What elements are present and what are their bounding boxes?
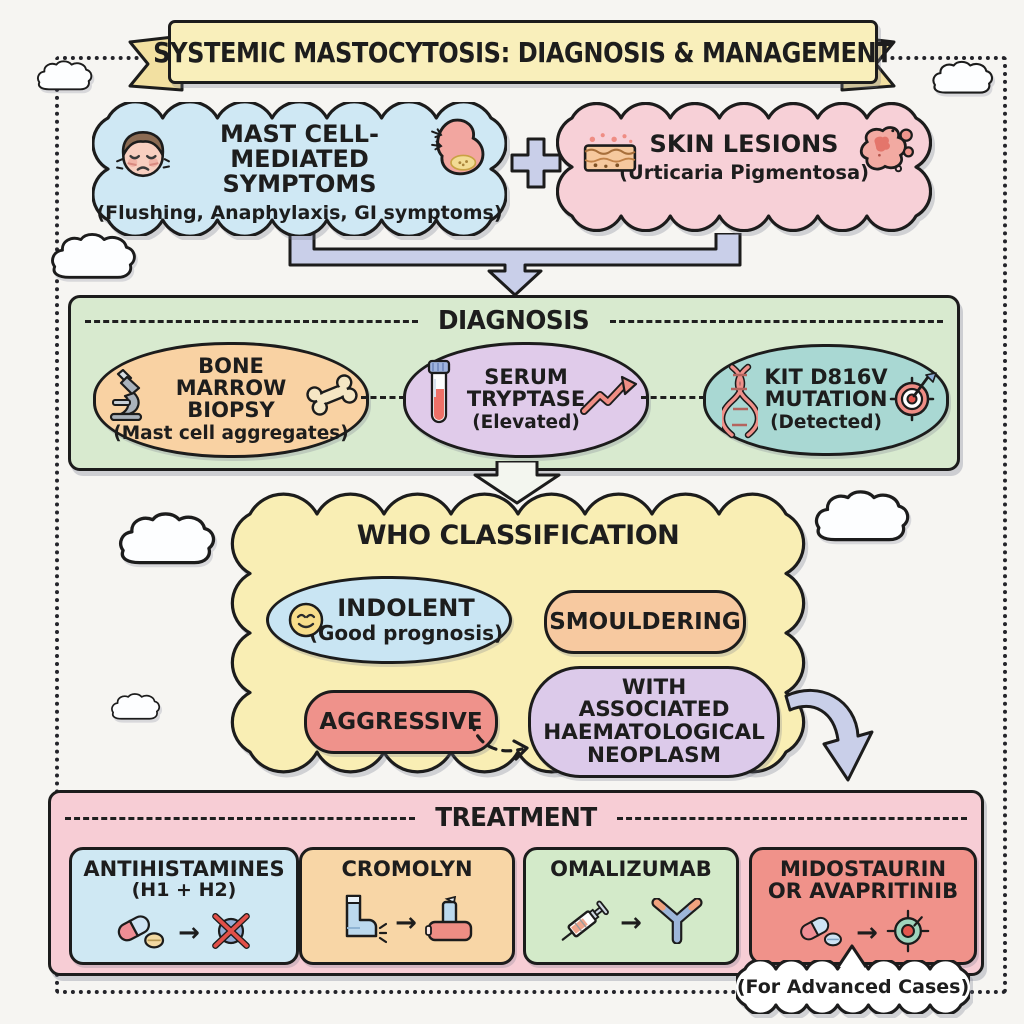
solution-bottle-icon [424,895,475,950]
aggressive-label: AGGRESSIVE [319,708,483,735]
cloud-icon [106,512,226,567]
kit-subtitle: (Detected) [770,412,882,434]
treatment-section: TREATMENT ANTIHISTAMINES (H1 + H2) → CRO… [48,790,984,976]
skin-layers-icon [582,130,638,182]
divider [609,319,943,323]
bone-icon [304,373,360,417]
right-arrow-icon: → [856,918,878,949]
treatment-title: TREATMENT [435,803,597,833]
who-classification-cloud: WHO CLASSIFICATION INDOLENT (Good progno… [228,492,808,778]
cloud-icon [800,490,922,544]
test-tube-icon [424,359,454,439]
dna-icon [718,363,762,439]
smouldering-oval: SMOULDERING [544,590,746,654]
antihistamines-card: ANTIHISTAMINES (H1 + H2) → [69,847,299,965]
right-arrow-icon: → [620,908,642,939]
stomach-icon [431,116,491,182]
connector-dash [641,396,705,399]
inhaler-icon [339,892,388,954]
skin-subtitle: (Urticaria Pigmentosa) [618,161,870,185]
cloud-icon [928,60,996,96]
kit-title: KIT D816V MUTATION [764,365,888,412]
indolent-sublabel: (Good prognosis) [308,620,504,645]
right-arrow-icon: → [178,918,200,949]
flushed-face-icon [114,124,172,182]
skin-title: SKIN LESIONS [649,130,839,158]
diagnosis-title: DIAGNOSIS [438,306,590,336]
cromolyn-card: CROMOLYN → [299,847,515,965]
merge-arrow-down-icon [280,231,750,297]
biopsy-title: BONE MARROW BIOPSY [175,354,287,423]
cloud-icon [33,60,95,92]
pills-icon [796,915,848,951]
smouldering-label: SMOULDERING [549,608,741,635]
omalizumab-card: OMALIZUMAB → [523,847,739,965]
neoplasm-label: WITH ASSOCIATED HAEMATOLOGICAL NEOPLASM [543,674,765,768]
mast-cell-symptoms-cloud: MAST CELL-MEDIATED SYMPTOMS (Flushing, A… [92,102,507,236]
serum-tryptase-oval: SERUM TRYPTASE (Elevated) [403,342,649,458]
connector-dash [361,396,405,399]
symptoms-title: MAST CELL-MEDIATED SYMPTOMS [219,120,380,199]
bone-marrow-biopsy-oval: BONE MARROW BIOPSY (Mast cell aggregates… [93,342,369,458]
biopsy-subtitle: (Mast cell aggregates) [113,423,349,445]
symptoms-subtitle: (Flushing, Anaphylaxis, GI symptoms) [96,201,503,224]
divider [65,816,416,820]
advanced-cases-label: (For Advanced Cases) [736,976,970,998]
pills-icon [114,913,170,953]
divider [617,816,968,820]
microscope-icon [106,368,152,423]
classification-title: WHO CLASSIFICATION [356,520,680,551]
right-arrow-icon: → [395,908,417,939]
indolent-oval: INDOLENT (Good prognosis) [266,576,512,664]
cromolyn-title: CROMOLYN [341,857,473,881]
advanced-cases-note: (For Advanced Cases) [736,960,970,1014]
down-arrow-icon [467,459,567,505]
midostaurin-card: MIDOSTAURIN OR AVAPRITINIB → [749,847,977,965]
cloud-icon [45,232,140,282]
note-pointer-icon [836,944,868,968]
page-title-banner: SYSTEMIC MASTOCYTOSIS: DIAGNOSIS & MANAG… [153,20,893,84]
omalizumab-title: OMALIZUMAB [550,857,712,881]
plus-icon [506,133,566,193]
target-cell-icon [886,909,930,957]
smiley-icon [287,601,325,639]
tryptase-subtitle: (Elevated) [472,412,580,434]
blocked-mast-cell-icon [208,910,254,956]
neoplasm-oval: WITH ASSOCIATED HAEMATOLOGICAL NEOPLASM [528,666,780,778]
diagnosis-section: DIAGNOSIS BONE MARROW BIOPSY [68,295,960,471]
midostaurin-title: MIDOSTAURIN OR AVAPRITINIB [767,857,959,904]
dashed-arrow-icon [464,718,544,770]
antibody-icon [650,897,704,948]
trend-up-icon [580,375,638,419]
tryptase-title: SERUM TRYPTASE [466,365,586,412]
antihistamines-title: ANTIHISTAMINES [83,857,285,881]
kit-mutation-oval: KIT D816V MUTATION (Detected) [703,344,949,456]
cloud-icon [105,693,165,721]
target-dart-icon [888,371,940,425]
antihistamines-subtitle: (H1 + H2) [131,879,237,902]
skin-lesions-cloud: SKIN LESIONS (Urticaria Pigmentosa) [556,102,932,232]
indolent-label: INDOLENT [337,594,475,623]
divider [85,319,419,323]
lesion-spots-icon [856,124,914,178]
syringe-icon [558,895,612,951]
curved-arrow-icon [778,678,883,790]
page-title: SYSTEMIC MASTOCYTOSIS: DIAGNOSIS & MANAG… [153,35,893,69]
aggressive-oval: AGGRESSIVE [304,690,498,754]
